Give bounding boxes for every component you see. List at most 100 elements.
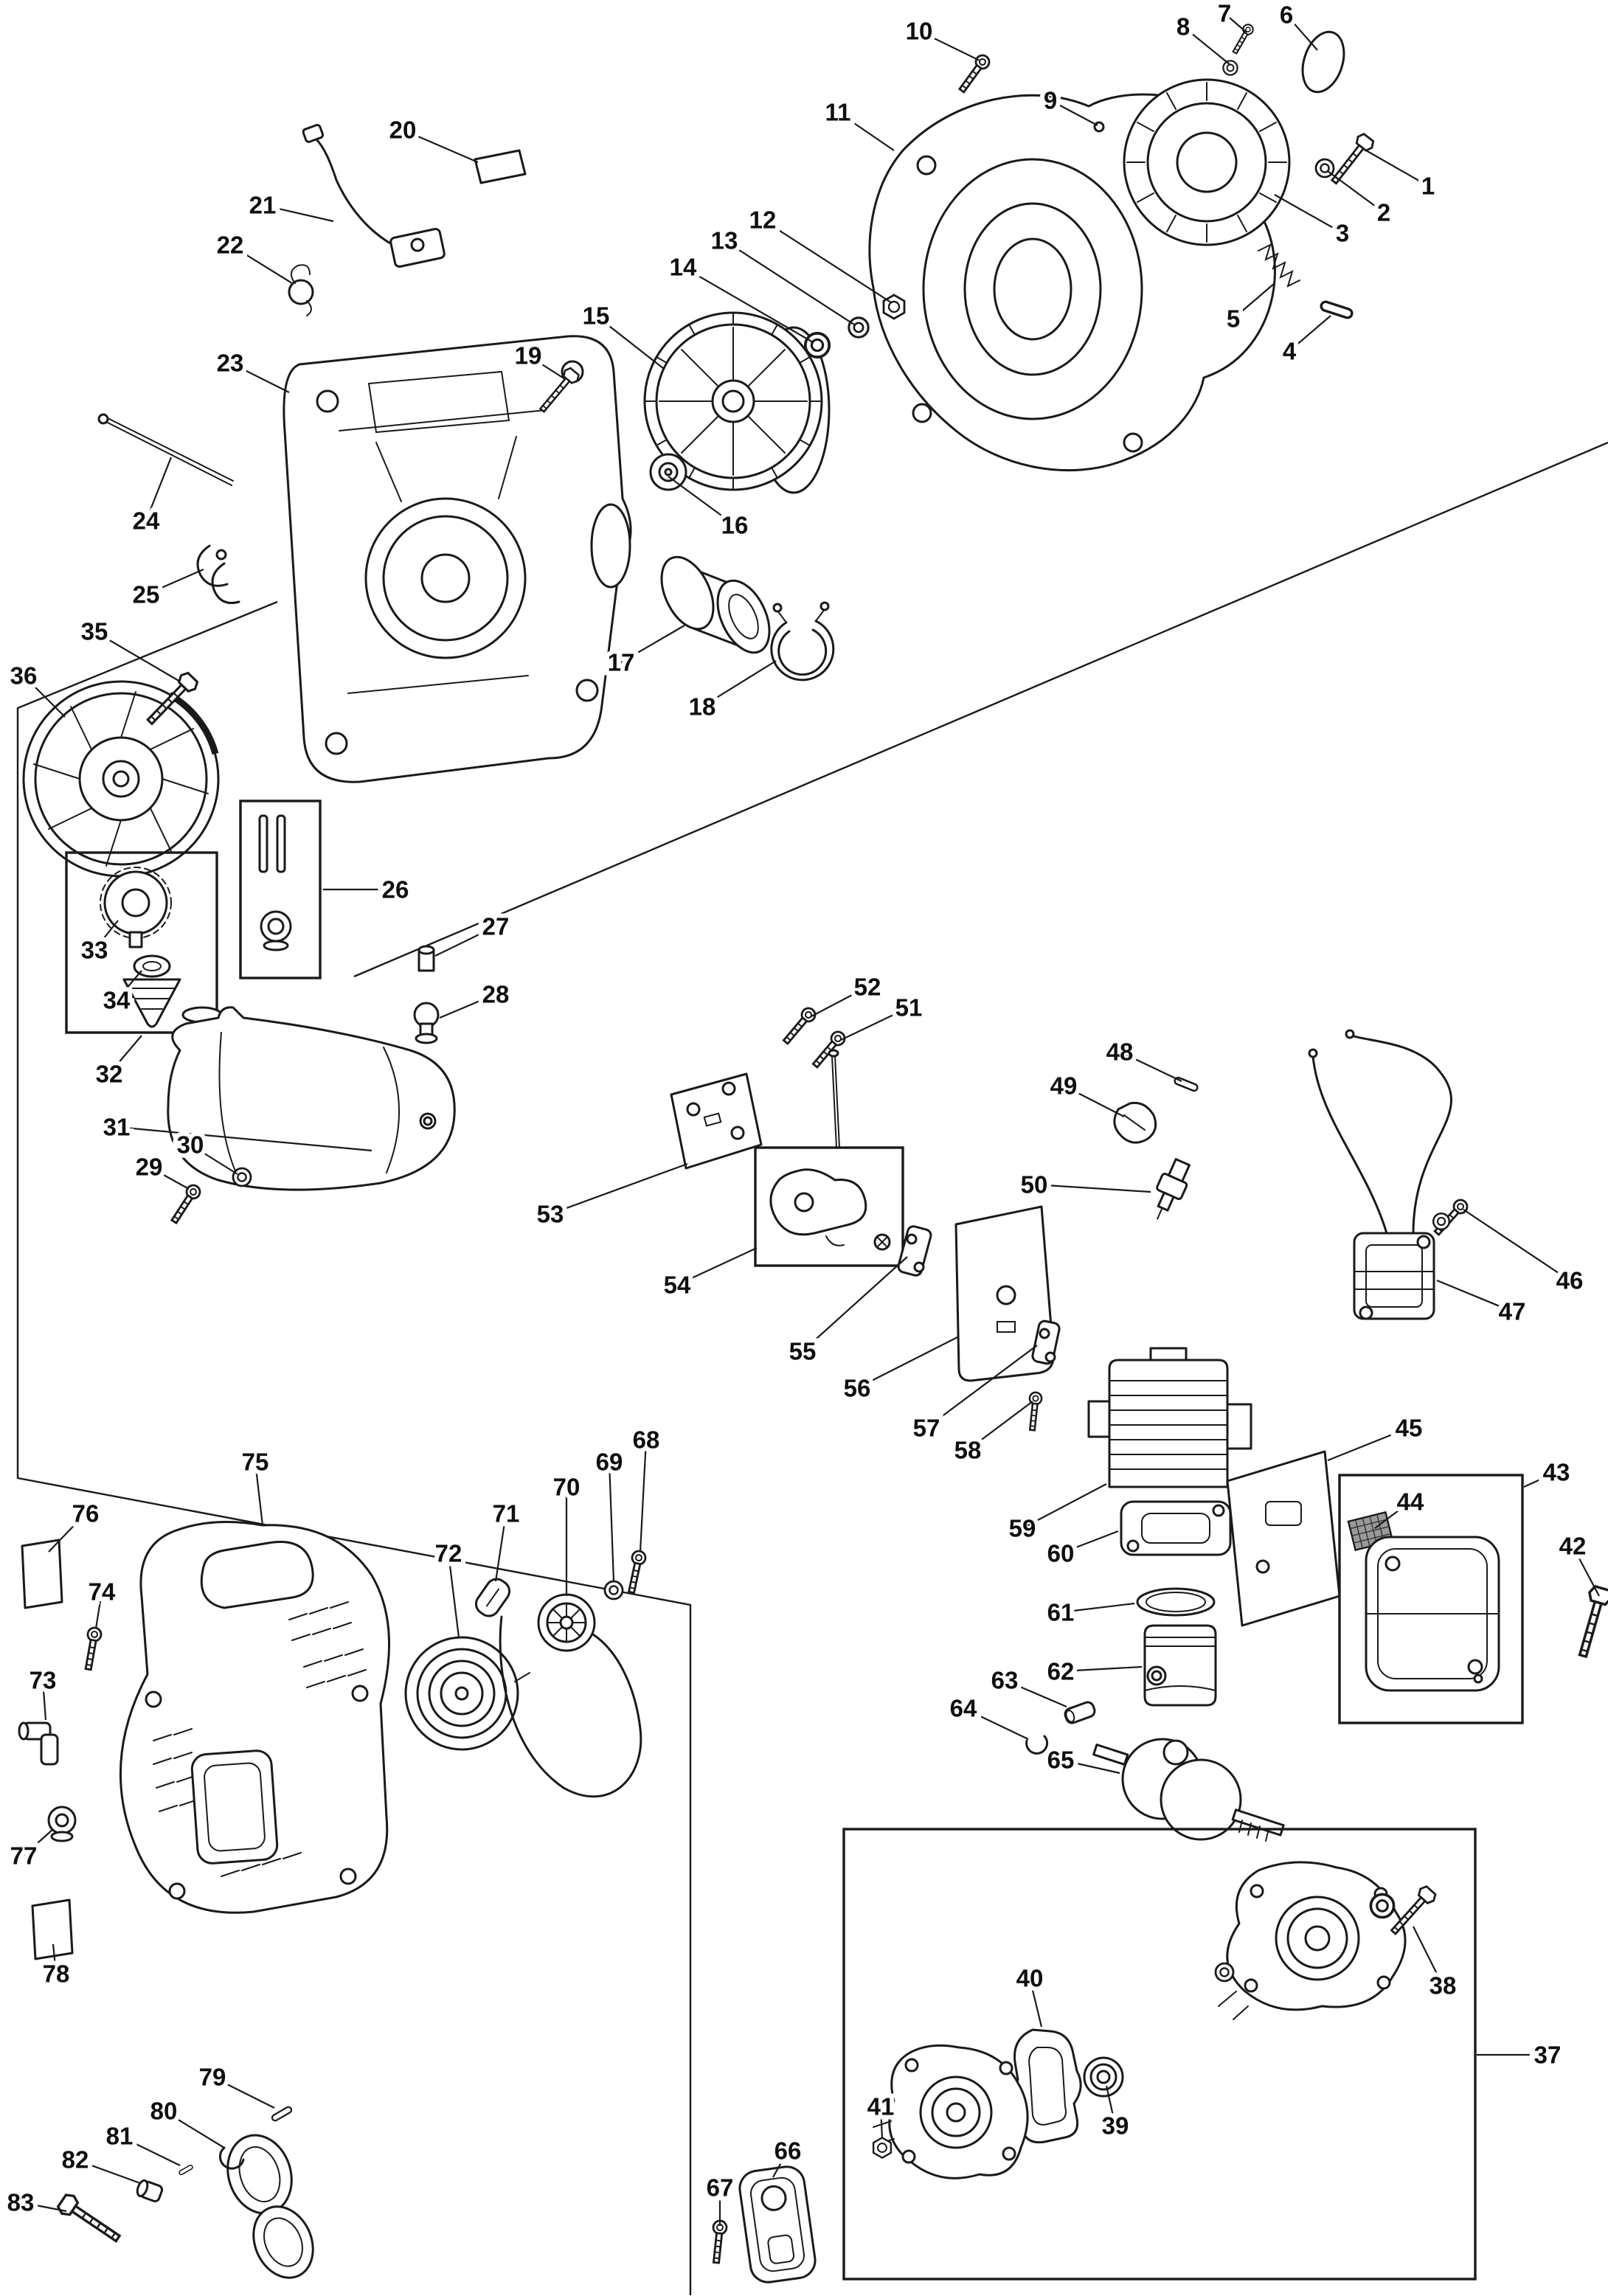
part-number-21: 21 — [249, 192, 277, 219]
part-screw-58 — [1025, 1390, 1044, 1432]
leader-line-72 — [447, 1553, 460, 1638]
part-number-47: 47 — [1499, 1298, 1526, 1325]
leader-line-68 — [639, 1439, 648, 1553]
part-pulley-70 — [537, 1593, 596, 1652]
part-number-25: 25 — [133, 581, 160, 608]
part-number-14: 14 — [670, 254, 697, 281]
part-clip-64 — [1025, 1735, 1049, 1755]
part-number-50: 50 — [1021, 1171, 1048, 1199]
leader-line-51 — [840, 1007, 909, 1041]
part-fan-wheel — [643, 294, 906, 494]
leader-line-48 — [1119, 1051, 1182, 1082]
part-screw-51 — [808, 1027, 849, 1071]
leader-line-29 — [148, 1166, 190, 1190]
part-number-83: 83 — [7, 2189, 35, 2216]
leader-line-4 — [1289, 315, 1331, 352]
part-number-74: 74 — [89, 1578, 116, 1606]
leader-line-31 — [116, 1126, 372, 1152]
part-bearing-16 — [649, 453, 687, 491]
part-valve-27 — [417, 945, 435, 972]
part-number-69: 69 — [596, 1449, 623, 1476]
part-number-37: 37 — [1534, 2042, 1562, 2069]
leader-line-83 — [20, 2201, 67, 2213]
part-nut-12 — [882, 294, 906, 320]
leader-line-28 — [439, 993, 496, 1019]
part-number-9: 9 — [1044, 87, 1057, 114]
part-number-64: 64 — [950, 1695, 977, 1722]
leader-line-27 — [434, 926, 496, 957]
part-number-51: 51 — [895, 994, 923, 1022]
section-divider-lines — [16, 441, 1608, 2295]
leader-line-23 — [229, 362, 290, 393]
part-number-3: 3 — [1336, 220, 1349, 247]
part-number-23: 23 — [217, 350, 244, 377]
part-number-81: 81 — [106, 2123, 134, 2150]
part-number-27: 27 — [482, 913, 510, 940]
leader-line-5 — [1233, 282, 1275, 319]
part-gasket-oval — [1301, 30, 1345, 94]
part-insulator-plate-56 — [954, 1205, 1055, 1382]
leader-line-50 — [1033, 1183, 1151, 1193]
part-plate-53 — [670, 1072, 763, 1170]
leader-line-46 — [1463, 1209, 1570, 1281]
leader-line-30 — [190, 1144, 238, 1175]
leader-line-66 — [772, 2150, 789, 2178]
part-carburetor-assembly — [670, 1004, 1061, 1432]
part-screw-52 — [779, 1004, 819, 1047]
leader-line-39 — [1105, 2085, 1117, 2126]
part-number-39: 39 — [1102, 2112, 1129, 2140]
part-label-plate-20 — [474, 149, 527, 184]
leader-line-45 — [1327, 1426, 1410, 1462]
part-number-1: 1 — [1421, 173, 1435, 200]
part-number-77: 77 — [10, 1842, 38, 1870]
part-joint-pipe — [660, 555, 771, 654]
leader-line-71 — [494, 1513, 507, 1582]
part-number-49: 49 — [1050, 1072, 1078, 1100]
part-blower-housing-cover — [18, 1521, 391, 1960]
part-clamp-18 — [770, 601, 835, 681]
part-muffler-box — [1338, 1474, 1524, 1724]
leader-line-49 — [1063, 1085, 1125, 1117]
leader-line-65 — [1060, 1758, 1120, 1775]
part-number-11: 11 — [825, 99, 851, 126]
part-number-31: 31 — [103, 1114, 131, 1141]
part-grommet-77 — [47, 1806, 77, 1842]
part-fuel-tank — [167, 1006, 456, 1227]
leader-line-41 — [879, 2106, 884, 2140]
part-number-41: 41 — [867, 2093, 895, 2120]
part-gasket-60 — [1120, 1500, 1232, 1556]
part-number-55: 55 — [789, 1338, 817, 1365]
part-muffler-assembly — [1226, 1450, 1608, 1724]
leader-line-57 — [926, 1345, 1038, 1429]
part-fan-cover-assembly — [868, 21, 1377, 472]
part-starter-handle-71 — [474, 1578, 511, 1617]
leader-line-69 — [608, 1461, 615, 1582]
part-rewind-spring-72 — [404, 1636, 530, 1751]
part-number-62: 62 — [1047, 1658, 1075, 1685]
leader-line-59 — [1022, 1483, 1107, 1529]
part-number-56: 56 — [844, 1375, 871, 1402]
part-number-40: 40 — [1016, 1965, 1044, 1992]
leader-line-33 — [94, 920, 119, 951]
leader-line-43 — [1523, 1471, 1557, 1488]
part-number-35: 35 — [81, 618, 108, 645]
part-number-43: 43 — [1543, 1459, 1570, 1486]
part-number-58: 58 — [954, 1437, 982, 1464]
part-bolt-42 — [1570, 1584, 1608, 1660]
leader-line-62 — [1060, 1665, 1143, 1673]
leader-line-17 — [620, 625, 685, 663]
part-bracket-55 — [897, 1225, 932, 1277]
leader-line-78 — [52, 1943, 58, 1974]
part-bracket-57 — [1031, 1319, 1061, 1365]
part-crankshaft-65 — [1092, 1738, 1285, 1842]
part-number-33: 33 — [81, 937, 108, 964]
part-number-16: 16 — [721, 512, 749, 539]
part-rod-24 — [97, 413, 234, 486]
leader-line-22 — [229, 244, 293, 284]
leader-line-20 — [402, 128, 479, 164]
part-number-13: 13 — [711, 227, 738, 254]
leader-line-25 — [145, 568, 204, 596]
part-crankcase-assembly — [842, 1828, 1477, 2281]
part-number-65: 65 — [1047, 1747, 1075, 1774]
